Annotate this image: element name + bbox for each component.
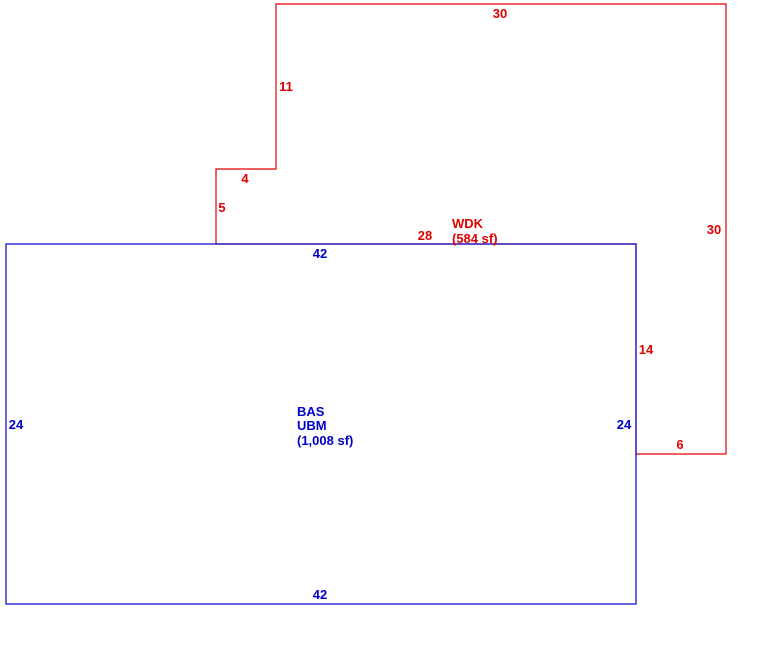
bas-dim-top: 42	[313, 246, 327, 261]
bas-subcode-label: UBM	[297, 418, 327, 433]
wdk-code-label: WDK	[452, 216, 484, 231]
bas-area-label: (1,008 sf)	[297, 433, 353, 448]
bas-dim-left: 24	[9, 417, 24, 432]
wdk-area-label: (584 sf)	[452, 231, 498, 246]
wdk-dim-step: 4	[241, 171, 249, 186]
bas-outline	[5, 243, 637, 605]
bas-dim-bottom: 42	[313, 587, 327, 602]
wdk-dim-inner-vertical: 14	[639, 342, 654, 357]
wdk-dim-right: 30	[707, 222, 721, 237]
bas-dim-right: 24	[617, 417, 632, 432]
wdk-dim-inner-horizontal: 28	[418, 228, 432, 243]
wdk-dim-left-upper: 11	[279, 79, 293, 94]
wdk-dim-bottom-step: 6	[676, 437, 683, 452]
bas-code-label: BAS	[297, 404, 325, 419]
wdk-dim-left-lower: 5	[218, 200, 225, 215]
wdk-dim-top: 30	[493, 6, 507, 21]
